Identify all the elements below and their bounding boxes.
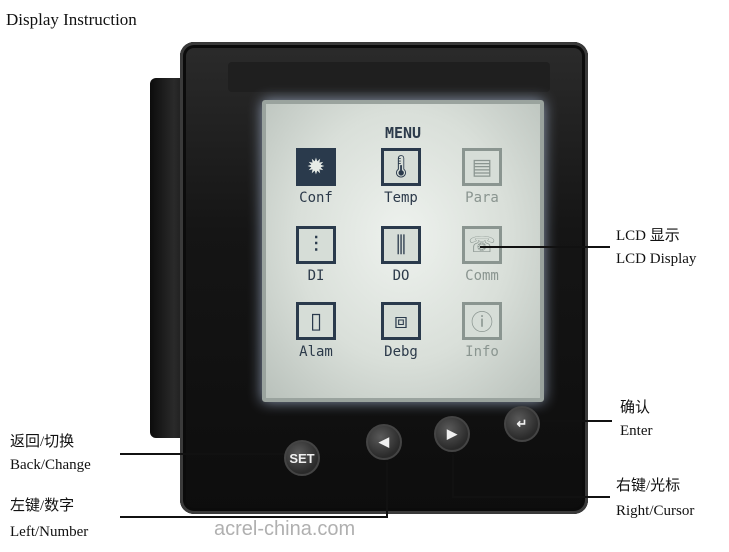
digital-output-icon[interactable]: ⫼ xyxy=(381,226,421,264)
lcd-label-en: LCD Display xyxy=(616,251,697,267)
icon-label-info: Info xyxy=(465,344,499,360)
back-label-en: Back/Change xyxy=(10,457,91,473)
icon-label-temp: Temp xyxy=(384,190,418,206)
left-pointer-line-h xyxy=(120,516,388,518)
right-label-en: Right/Cursor xyxy=(616,503,695,519)
gear-icon[interactable]: ✹ xyxy=(296,148,336,186)
lcd-pointer-line xyxy=(480,246,610,248)
enter-icon: ↵ xyxy=(516,416,528,431)
back-pointer-line xyxy=(120,453,284,455)
icon-label-comm: Comm xyxy=(465,268,499,284)
enter-pointer-line xyxy=(542,420,612,422)
left-label-en: Left/Number xyxy=(10,524,89,540)
icon-label-alam: Alam xyxy=(299,344,333,360)
left-arrow-icon: ◀ xyxy=(379,434,389,449)
sliders-icon[interactable]: ⧈ xyxy=(381,302,421,340)
device-top-strip xyxy=(228,62,550,92)
left-label-cn: 左键/数字 xyxy=(10,498,75,514)
enter-label-en: Enter xyxy=(620,423,653,439)
icon-label-di: DI xyxy=(307,268,325,284)
left-pointer-line-v xyxy=(386,462,388,518)
info-icon[interactable]: ⓘ xyxy=(462,302,502,340)
right-pointer-line-v xyxy=(452,454,454,498)
phone-icon[interactable]: ☏ xyxy=(462,226,502,264)
lcd-screen: MENU ✹ Conf 🌡 Temp ▤ Para ⫶ DI ⫼ DO ☏ Co… xyxy=(262,100,544,402)
lcd-label-cn: LCD 显示 xyxy=(616,228,680,244)
icon-label-para: Para xyxy=(465,190,499,206)
digital-input-icon[interactable]: ⫶ xyxy=(296,226,336,264)
back-label-cn: 返回/切换 xyxy=(10,434,75,450)
thermometer-icon[interactable]: 🌡 xyxy=(381,148,421,186)
right-label-cn: 右键/光标 xyxy=(616,478,681,494)
icon-label-do: DO xyxy=(392,268,410,284)
left-button[interactable]: ◀ xyxy=(366,424,402,460)
right-button[interactable]: ▶ xyxy=(434,416,470,452)
parameter-icon[interactable]: ▤ xyxy=(462,148,502,186)
enter-label-cn: 确认 xyxy=(620,400,651,416)
enter-button[interactable]: ↵ xyxy=(504,406,540,442)
icon-label-conf: Conf xyxy=(299,190,333,206)
right-arrow-icon: ▶ xyxy=(447,426,457,441)
watermark: acrel-china.com xyxy=(214,518,356,540)
right-pointer-line-h xyxy=(452,496,610,498)
icon-label-debg: Debg xyxy=(384,344,418,360)
page-title: Display Instruction xyxy=(6,10,137,29)
set-button[interactable]: SET xyxy=(284,440,320,476)
document-icon[interactable]: ▯ xyxy=(296,302,336,340)
menu-title: MENU xyxy=(384,124,422,142)
